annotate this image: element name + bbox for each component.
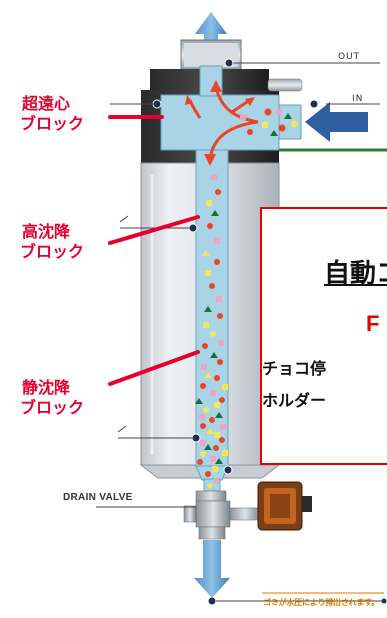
drain-note: ゴミが水圧により排出されます。 bbox=[263, 598, 380, 607]
in-arrow bbox=[305, 102, 380, 142]
super-centrifugal-line-2: ブロック bbox=[20, 114, 85, 133]
callout-line-2: ホルダー bbox=[262, 391, 327, 410]
connection-dots bbox=[152, 58, 387, 606]
static-settling-line-2: ブロック bbox=[20, 398, 85, 417]
flow-arrowheads bbox=[185, 80, 255, 166]
high-settling-line-2: ブロック bbox=[20, 242, 85, 261]
static-settling-block-label: 静沈降 ブロック bbox=[20, 378, 84, 418]
callout-letter: F bbox=[366, 311, 380, 336]
callout-line-1: チョコ停 bbox=[262, 359, 327, 378]
high-settling-block-label: 高沈降 ブロック bbox=[20, 222, 84, 262]
static-settling-line-1: 静沈降 bbox=[22, 378, 71, 397]
in-label: IN bbox=[352, 94, 364, 104]
out-arrow bbox=[195, 12, 227, 66]
super-centrifugal-line-1: 超遠心 bbox=[22, 94, 71, 113]
drain-arrow bbox=[194, 540, 230, 598]
high-settling-line-1: 高沈降 bbox=[22, 222, 71, 241]
feature-callout: 自動コ F チョコ停 ホルダー bbox=[260, 207, 387, 465]
drain-valve-assembly bbox=[96, 481, 312, 540]
drain-valve-label: DRAIN VALVE bbox=[63, 492, 133, 503]
super-centrifugal-block-label: 超遠心 ブロック bbox=[20, 94, 84, 134]
inlet-particles bbox=[240, 108, 298, 136]
column-particles bbox=[195, 174, 228, 489]
red-pointers bbox=[108, 115, 200, 386]
callout-title: 自動コ bbox=[324, 259, 387, 289]
out-label: OUT bbox=[338, 52, 361, 62]
